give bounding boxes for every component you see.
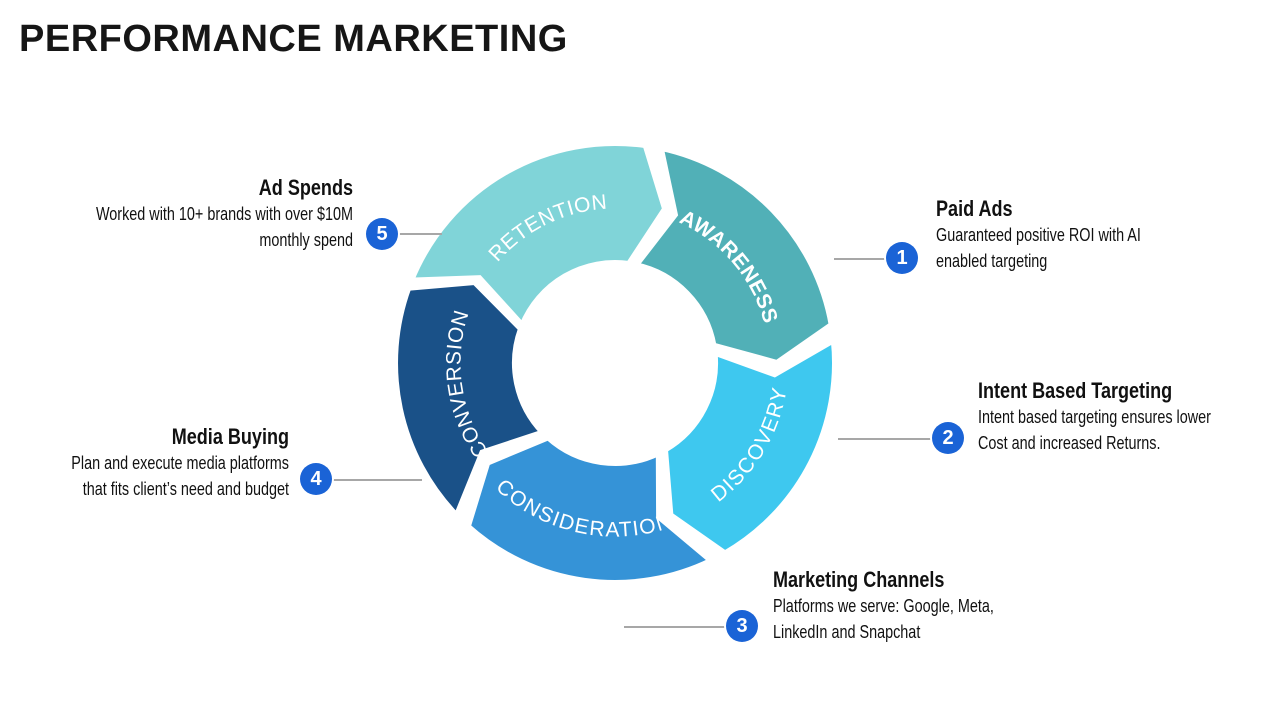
connector-line-1 <box>834 258 886 260</box>
callout-description: Platforms we serve: Google, Meta, Linked… <box>773 596 994 642</box>
ring-segment-retention <box>406 140 669 332</box>
callout-heading: Paid Ads <box>936 196 1013 221</box>
callout-media-buying: Media Buying Plan and execute media plat… <box>0 424 289 502</box>
ring-segment-conversion <box>392 278 549 522</box>
callout-heading: Intent Based Targeting <box>978 378 1173 403</box>
callout-ad-spends: Ad Spends Worked with 10+ brands with ov… <box>0 175 353 253</box>
connector-line-5 <box>396 233 442 235</box>
callout-heading: Media Buying <box>171 424 289 449</box>
connector-line-2 <box>838 438 934 440</box>
page-title: PERFORMANCE MARKETING <box>19 18 568 60</box>
callout-intent-based-targeting: Intent Based Targeting Intent based targ… <box>978 378 1278 456</box>
callout-heading: Ad Spends <box>258 175 353 200</box>
callout-marketing-channels: Marketing Channels Platforms we serve: G… <box>773 567 1093 645</box>
step-badge-3: 3 <box>726 610 758 642</box>
step-badge-5: 5 <box>366 218 398 250</box>
callout-description: Guaranteed positive ROI with AI enabled … <box>936 225 1141 271</box>
callout-description: Plan and execute media platforms that fi… <box>71 453 289 499</box>
callout-heading: Marketing Channels <box>773 567 945 592</box>
ring-segment-consideration <box>464 433 717 586</box>
ring-segment-awareness <box>630 143 835 367</box>
connector-line-4 <box>330 479 422 481</box>
connector-line-3 <box>624 626 728 628</box>
step-badge-2: 2 <box>932 422 964 454</box>
step-badge-1: 1 <box>886 242 918 274</box>
ring-segment-discovery <box>661 335 838 558</box>
callout-description: Intent based targeting ensures lower Cos… <box>978 407 1211 453</box>
step-badge-4: 4 <box>300 463 332 495</box>
callout-description: Worked with 10+ brands with over $10M mo… <box>95 204 353 250</box>
callout-paid-ads: Paid Ads Guaranteed positive ROI with AI… <box>936 196 1256 274</box>
